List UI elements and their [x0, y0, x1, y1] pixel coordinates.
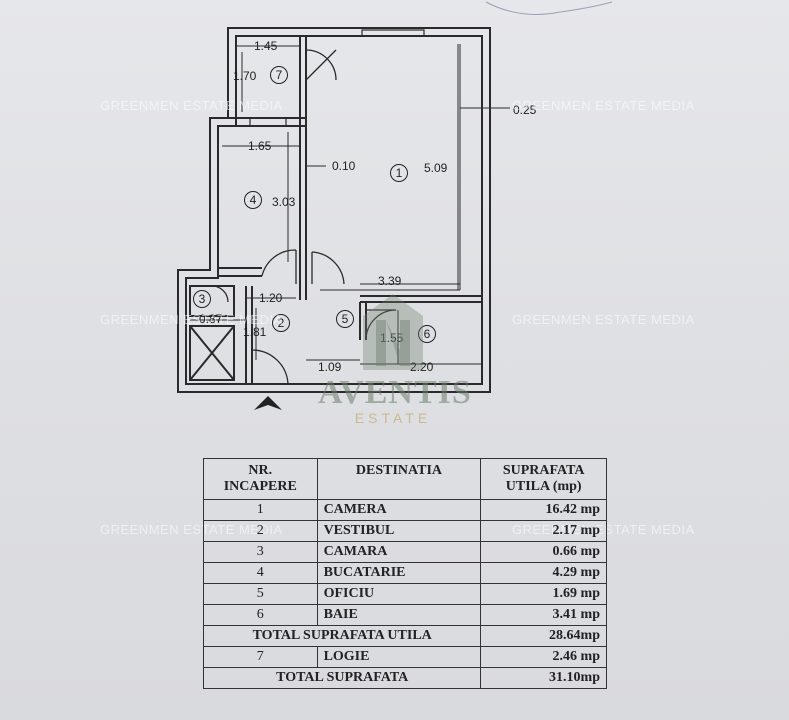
row-area: 2.46 mp [480, 646, 607, 668]
row-area: 1.69 mp [480, 583, 607, 605]
row-nr: 4 [203, 562, 318, 584]
room-number-5: 5 [336, 310, 354, 328]
dim-bath-width: 2.20 [410, 361, 433, 373]
dim-logie-width: 1.45 [254, 39, 278, 53]
room-number-3: 3 [193, 290, 211, 308]
row-nr: 2 [203, 520, 318, 542]
dim-wall-right: 0.25 [513, 103, 537, 117]
row-dest: LOGIE [316, 646, 482, 668]
dim-kitchen-width: 1.65 [248, 139, 272, 153]
header-area-line1: SUPRAFATA [502, 463, 585, 478]
row-area: 0.66 mp [480, 541, 607, 563]
header-nr: NR. INCAPERE [203, 458, 318, 500]
row-area: 4.29 mp [480, 562, 607, 584]
header-area: SUPRAFATA UTILA (mp) [480, 458, 607, 500]
watermark-text: GREENMEN ESTATE MEDIA [512, 312, 695, 327]
row-nr: 5 [203, 583, 318, 605]
row-area: 2.17 mp [480, 520, 607, 542]
room-number-4: 4 [244, 191, 262, 209]
dim-logie-depth: 1.70 [233, 69, 257, 83]
floor-plan-drawing [177, 1, 613, 410]
watermark-text: GREENMEN ESTATE MEDIA [100, 98, 283, 113]
row-area: 16.42 mp [480, 499, 607, 521]
table-row: 1 CAMERA 16.42 mp [203, 499, 607, 521]
logo-name: AVENTIS [318, 374, 472, 411]
aventis-logo: AVENTIS ESTATE [318, 290, 472, 450]
header-nr-line2: INCAPERE [223, 479, 297, 494]
row-dest: OFICIU [316, 583, 482, 605]
room-number-1: 1 [390, 164, 408, 182]
subtotal-row: TOTAL SUPRAFATA UTILA 28.64mp [202, 625, 607, 647]
room-number-2: 2 [272, 314, 290, 332]
row-dest: CAMERA [316, 499, 482, 521]
entrance-arrow-icon [254, 396, 282, 410]
dim-office-width: 1.09 [318, 360, 342, 374]
row-area: 3.41 mp [480, 604, 607, 626]
watermark-text: GREENMEN ESTATE MEDIA [512, 98, 695, 113]
area-table: NR. INCAPERE DESTINATIA SUPRAFATA UTILA … [202, 458, 607, 689]
row-nr: 6 [203, 604, 318, 626]
total-area: 31.10mp [480, 667, 607, 689]
total-row: TOTAL SUPRAFATA 31.10mp [202, 667, 607, 689]
table-header-row: NR. INCAPERE DESTINATIA SUPRAFATA UTILA … [203, 458, 607, 500]
logo-tagline: ESTATE [354, 410, 432, 426]
row-dest: BAIE [316, 604, 482, 626]
table-row: 3 CAMARA 0.66 mp [203, 541, 607, 563]
header-area-line2: UTILA (mp) [505, 479, 582, 494]
room-number-7: 7 [270, 66, 288, 84]
dim-hall-depth: 1.81 [243, 325, 267, 339]
dim-room-depth: 5.09 [424, 161, 448, 175]
logo-house-icon [363, 294, 423, 370]
subtotal-area: 28.64mp [480, 625, 607, 647]
dim-kitchen-depth: 3.03 [272, 195, 296, 209]
row-nr: 1 [203, 499, 318, 521]
dim-bath-depth: 1.55 [380, 332, 403, 344]
watermark-text: GREENMEN ESTATE MEDIA [100, 312, 283, 327]
floor-plan: 1.45 1.70 0.25 1.65 0.10 5.09 3.03 3.39 … [177, 1, 613, 410]
table-row: 4 BUCATARIE 4.29 mp [203, 562, 607, 584]
dim-pantry-width: 0.87 [199, 312, 223, 326]
dim-room-width: 3.39 [378, 274, 402, 288]
total-label: TOTAL SUPRAFATA [202, 667, 482, 689]
table-row: 5 OFICIU 1.69 mp [203, 583, 607, 605]
row-nr: 7 [203, 646, 318, 668]
table-row: 2 VESTIBUL 2.17 mp [203, 520, 607, 542]
row-dest: VESTIBUL [316, 520, 482, 542]
table-row: 7 LOGIE 2.46 mp [203, 646, 607, 668]
header-dest: DESTINATIA [316, 458, 482, 500]
room-number-6: 6 [418, 325, 436, 343]
dim-wall-inner: 0.10 [332, 159, 356, 173]
dim-hall-width: 1.20 [259, 291, 283, 305]
table-row: 6 BAIE 3.41 mp [203, 604, 607, 626]
row-dest: CAMARA [316, 541, 482, 563]
row-nr: 3 [203, 541, 318, 563]
header-nr-line1: NR. [248, 463, 273, 478]
row-dest: BUCATARIE [316, 562, 482, 584]
subtotal-label: TOTAL SUPRAFATA UTILA [202, 625, 482, 647]
